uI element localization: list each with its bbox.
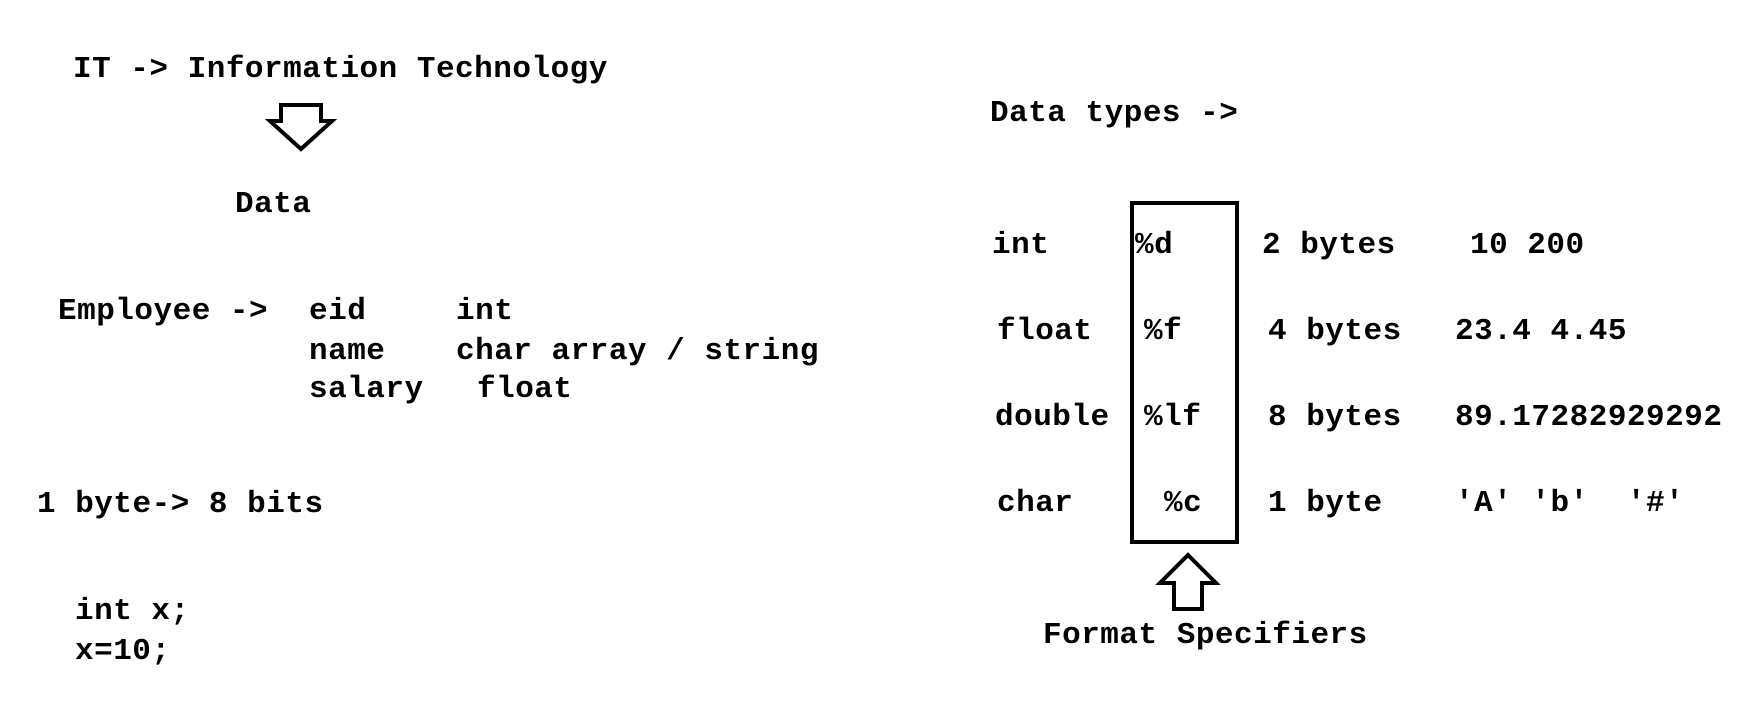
data-type-name: char — [997, 486, 1074, 521]
byte-note: 1 byte-> 8 bits — [37, 487, 324, 522]
data-type-examples: 10 200 — [1470, 228, 1585, 263]
down-arrow-icon — [264, 103, 338, 152]
data-type-name: float — [997, 314, 1093, 349]
code-line: int x; — [75, 594, 190, 629]
employee-field-name: salary — [309, 372, 424, 407]
employee-field-type: int — [456, 294, 514, 329]
format-specifier: %lf — [1144, 400, 1202, 435]
employee-field-name: eid — [309, 294, 367, 329]
it-definition: IT -> Information Technology — [73, 52, 608, 87]
data-type-name: double — [995, 400, 1110, 435]
format-specifier: %f — [1144, 314, 1183, 349]
data-type-examples: 'A' 'b' '#' — [1455, 486, 1685, 521]
data-types-heading: Data types -> — [990, 96, 1239, 131]
format-specifiers-label: Format Specifiers — [1043, 618, 1368, 653]
employee-label: Employee -> — [58, 294, 269, 329]
data-type-examples: 89.17282929292 — [1455, 400, 1723, 435]
data-type-name: int — [992, 228, 1050, 263]
code-line: x=10; — [75, 634, 171, 669]
employee-field-type: float — [477, 372, 573, 407]
data-type-size: 8 bytes — [1268, 400, 1402, 435]
data-label: Data — [235, 187, 312, 222]
format-specifier: %c — [1164, 486, 1203, 521]
format-specifier-box — [1130, 201, 1239, 544]
employee-field-type: char array / string — [456, 334, 819, 369]
up-arrow-icon — [1155, 552, 1221, 611]
data-type-examples: 23.4 4.45 — [1455, 314, 1627, 349]
employee-field-name: name — [309, 334, 386, 369]
data-type-size: 2 bytes — [1262, 228, 1396, 263]
data-type-size: 4 bytes — [1268, 314, 1402, 349]
data-type-size: 1 byte — [1268, 486, 1383, 521]
format-specifier: %d — [1135, 228, 1174, 263]
